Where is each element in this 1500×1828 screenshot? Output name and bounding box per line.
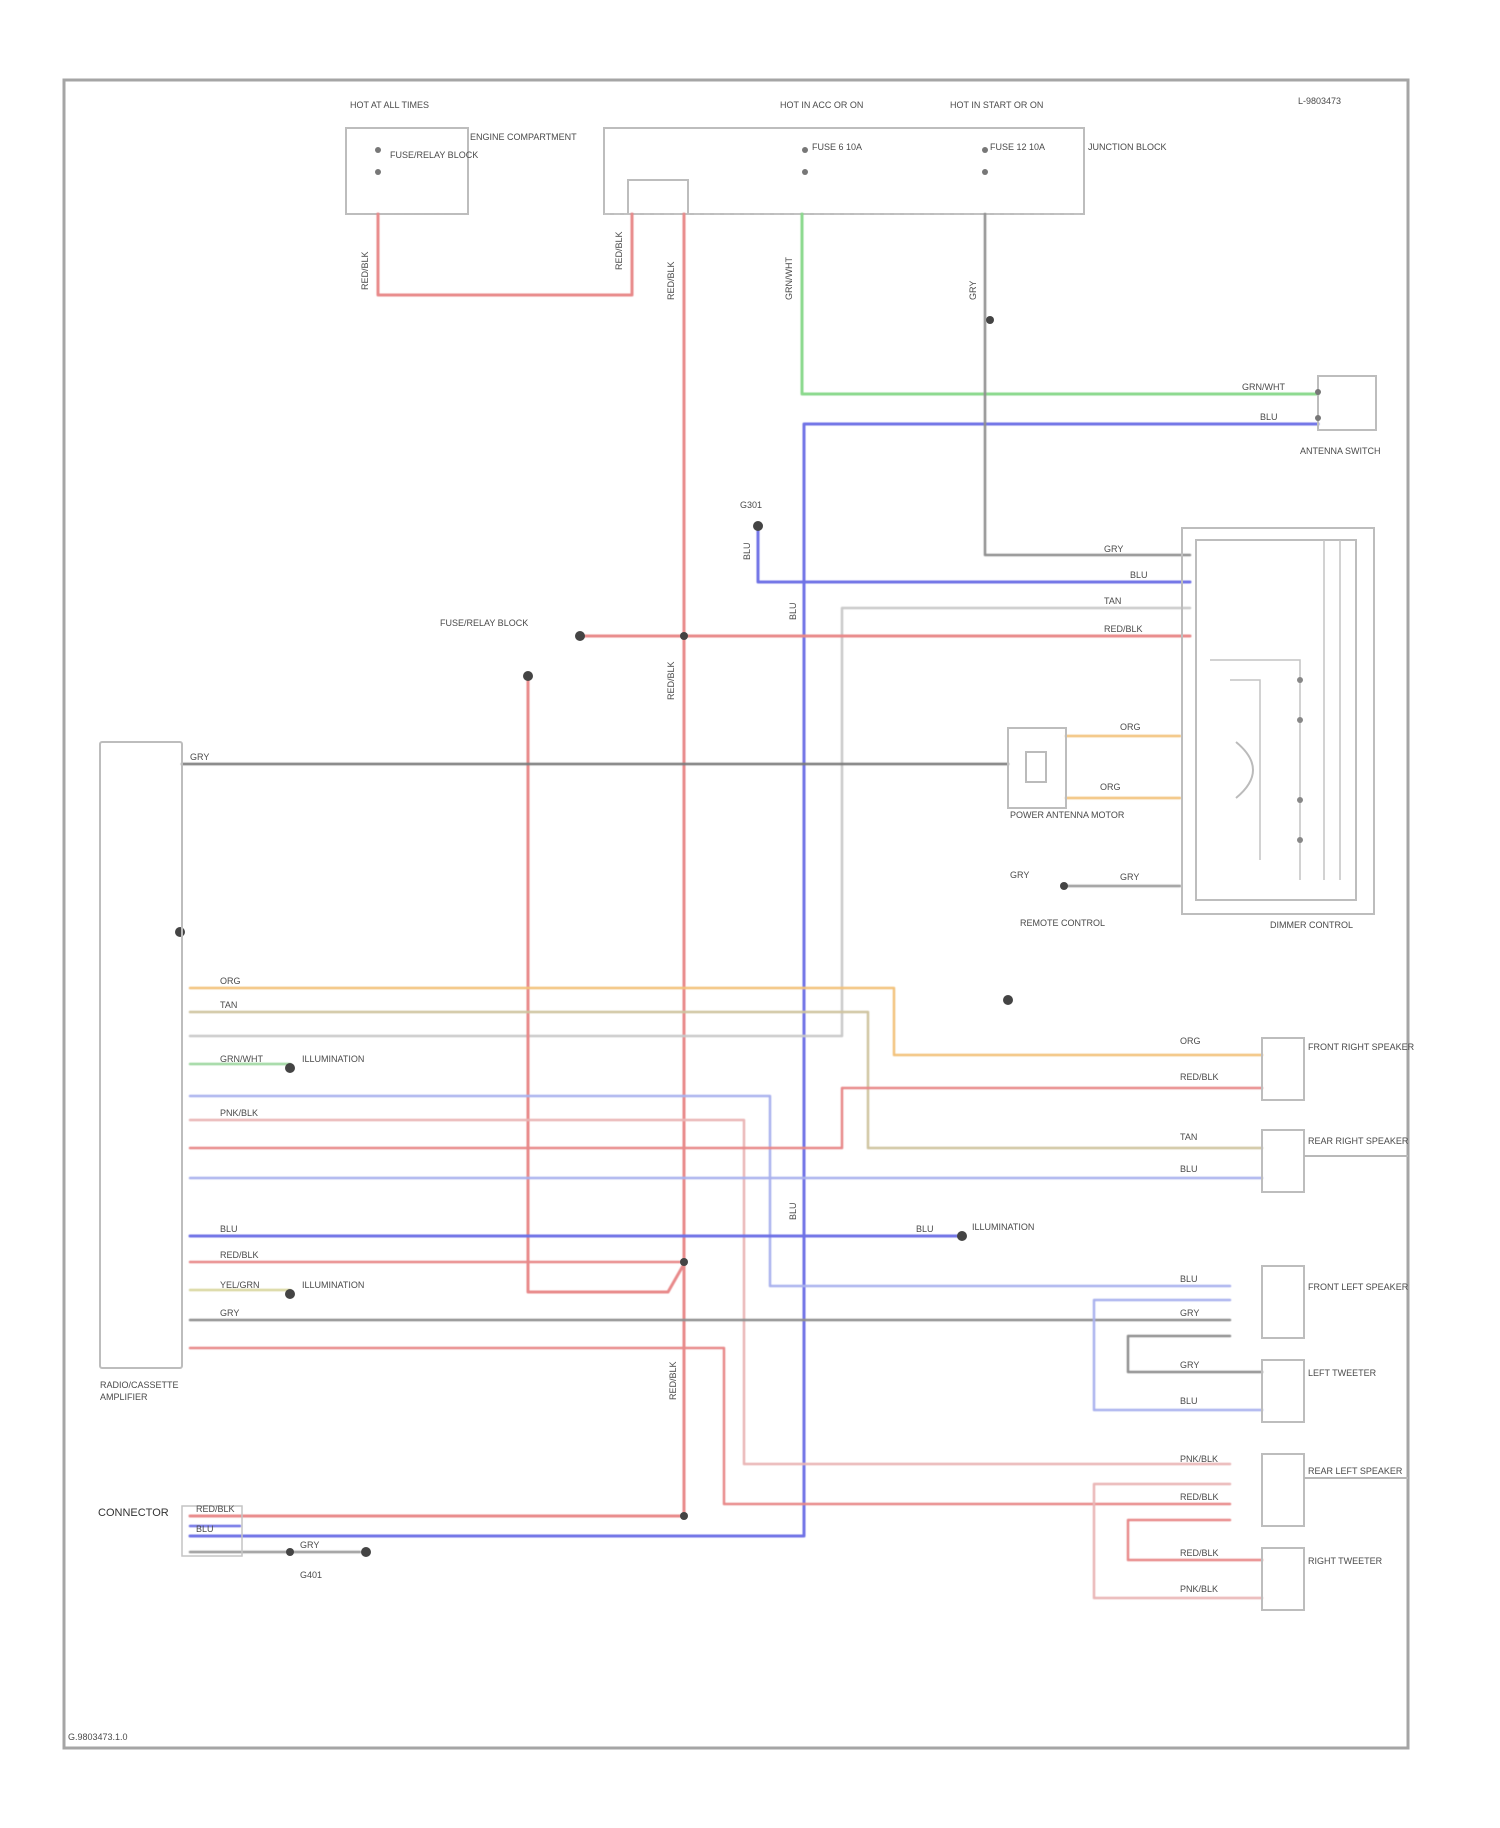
svg-text:GRN/WHT: GRN/WHT [220,1054,263,1064]
wire-red-3 [190,1348,1230,1504]
connector-label: CONNECTOR [98,1507,169,1519]
svg-text:RED/BLK: RED/BLK [666,261,676,300]
left-tweeter-label: LEFT TWEETER [1308,1368,1377,1378]
svg-text:ORG: ORG [220,976,241,986]
fuse-box-left [346,128,468,214]
wire-pink-1 [190,1120,1230,1464]
fuse-box-main [604,128,1084,214]
footer-tag: G.9803473.1.0 [68,1732,128,1742]
svg-text:GRY: GRY [300,1540,319,1550]
svg-text:GRY: GRY [1104,544,1123,554]
svg-text:ORG: ORG [1100,782,1121,792]
blue-wire-label: BLU [916,1224,934,1234]
svg-text:PNK/BLK: PNK/BLK [1180,1454,1218,1464]
svg-text:GRY: GRY [190,752,209,762]
rear-left-speaker-label: REAR LEFT SPEAKER [1308,1466,1403,1476]
svg-text:POWER ANTENNA MOTOR: POWER ANTENNA MOTOR [1010,810,1125,820]
svg-text:REMOTE CONTROL: REMOTE CONTROL [1020,918,1105,928]
svg-text:BLU: BLU [1130,570,1148,580]
svg-text:GRY: GRY [1010,870,1029,880]
junction-dots [175,316,1068,1557]
svg-text:GRY: GRY [220,1308,239,1318]
svg-text:BLU: BLU [1180,1274,1198,1284]
svg-text:RED/BLK: RED/BLK [360,251,370,290]
fuse-label-left: HOT AT ALL TIMES [350,100,429,110]
wire-tan-1 [190,1012,1262,1148]
svg-text:BLU: BLU [788,1202,798,1220]
svg-text:PNK/BLK: PNK/BLK [220,1108,258,1118]
wire-green-top [802,214,1318,394]
svg-text:BLU: BLU [788,602,798,620]
svg-text:RED/BLK: RED/BLK [1180,1548,1219,1558]
rear-right-speaker-label: REAR RIGHT SPEAKER [1308,1136,1409,1146]
red-junction-label: FUSE/RELAY BLOCK [440,618,528,628]
svg-text:RED/BLK: RED/BLK [666,661,676,700]
front-left-speaker-label: FRONT LEFT SPEAKER [1308,1282,1409,1292]
wire-lightblue-1 [190,1096,1230,1286]
svg-text:RED/BLK: RED/BLK [1180,1072,1219,1082]
corner-tag: L-9803473 [1298,96,1341,106]
wire-lightgrey-a [190,608,1190,1036]
svg-text:RED/BLK: RED/BLK [614,231,624,270]
svg-text:RED/BLK: RED/BLK [1180,1492,1219,1502]
svg-text:G301: G301 [740,500,762,510]
front-right-speaker-label: FRONT RIGHT SPEAKER [1308,1042,1415,1052]
svg-text:TAN: TAN [220,1000,237,1010]
svg-text:RED/BLK: RED/BLK [1104,624,1143,634]
svg-text:GRN/WHT: GRN/WHT [784,257,794,300]
svg-text:YEL/GRN: YEL/GRN [220,1280,260,1290]
svg-text:GRY: GRY [1120,872,1139,882]
wire-blue-main [190,424,1318,1536]
wire-red-top-loop [378,214,632,295]
antenna-switch-block: GRY BLU TAN RED/BLK DIMMER CONTROL [1104,528,1374,930]
junction-label: JUNCTION BLOCK [1088,142,1167,152]
antenna-motor: POWER ANTENNA MOTOR ORG ORG GRY GRY REMO… [1008,722,1141,928]
svg-text:ORG: ORG [1180,1036,1201,1046]
svg-text:BLU: BLU [1180,1396,1198,1406]
svg-text:PNK/BLK: PNK/BLK [1180,1584,1218,1594]
svg-text:GRY: GRY [1180,1308,1199,1318]
wire-grey-right [985,214,1190,555]
fuse-label-mid: HOT IN ACC OR ON [780,100,863,110]
svg-text:GRY: GRY [1180,1360,1199,1370]
svg-text:BLU: BLU [742,542,752,560]
svg-text:BLU: BLU [1260,412,1278,422]
svg-text:ILLUMINATION: ILLUMINATION [302,1054,364,1064]
svg-text:BLU: BLU [196,1524,214,1534]
fuse-block-top: HOT AT ALL TIMES HOT IN ACC OR ON HOT IN… [346,100,1167,214]
svg-text:BLU: BLU [220,1224,238,1234]
wire-red-loop [528,676,684,1292]
svg-text:RED/BLK: RED/BLK [196,1504,235,1514]
svg-text:TAN: TAN [1180,1132,1197,1142]
fuse-box-left-label-2: ENGINE COMPARTMENT [470,132,577,142]
illumination-label: ILLUMINATION [972,1222,1034,1232]
speakers: FRONT RIGHT SPEAKER ORG RED/BLK REAR RIG… [1180,1036,1415,1610]
ground-top: G301 [740,500,762,510]
right-tweeter-label: RIGHT TWEETER [1308,1556,1383,1566]
svg-text:ANTENNA SWITCH: ANTENNA SWITCH [1300,446,1381,456]
svg-text:TAN: TAN [1104,596,1121,606]
svg-text:ORG: ORG [1120,722,1141,732]
fuse-box-mid-label: FUSE 6 10A [812,142,862,152]
radio-unit-label-2: AMPLIFIER [100,1392,148,1402]
fuse-box-left-label: FUSE/RELAY BLOCK [390,150,478,160]
svg-text:DIMMER CONTROL: DIMMER CONTROL [1270,920,1353,930]
svg-text:RED/BLK: RED/BLK [220,1250,259,1260]
radio-unit: RADIO/CASSETTE AMPLIFIER [100,742,182,1402]
svg-text:GRN/WHT: GRN/WHT [1242,382,1285,392]
ground-bottom-label: G401 [300,1570,322,1580]
wire-orange-1 [190,988,1262,1055]
svg-text:ILLUMINATION: ILLUMINATION [302,1280,364,1290]
antenna-connector-top: GRN/WHT BLU ANTENNA SWITCH [1242,376,1381,456]
svg-text:BLU: BLU [1180,1164,1198,1174]
fuse-label-right: HOT IN START OR ON [950,100,1043,110]
red-vertical-label: RED/BLK [668,1361,678,1400]
fuse-box-right-label: FUSE 12 10A [990,142,1045,152]
radio-unit-label: RADIO/CASSETTE [100,1380,179,1390]
svg-text:GRY: GRY [968,281,978,300]
